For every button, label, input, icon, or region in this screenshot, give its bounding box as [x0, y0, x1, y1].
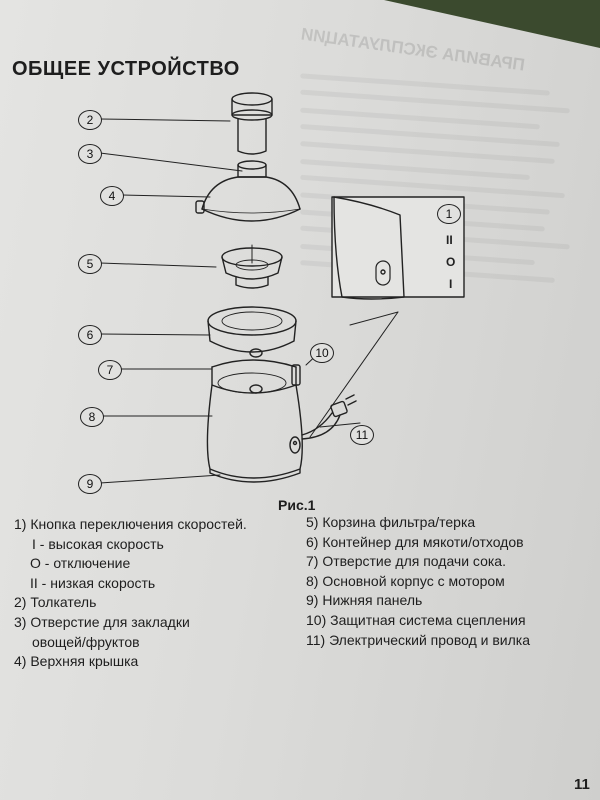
callout-6: 6 — [78, 325, 102, 345]
legend-item: 6) Контейнер для мякоти/отходов — [306, 533, 524, 550]
figure-caption: Рис.1 — [278, 497, 316, 513]
switch-label-low: II — [446, 233, 453, 247]
parts-legend-left: 1) Кнопка переключения скоростей. I - вы… — [14, 515, 247, 672]
legend-item: 7) Отверстие для подачи сока. — [306, 553, 506, 570]
switch-label-high: I — [449, 277, 453, 291]
callout-11: 11 — [350, 425, 374, 445]
legend-item: 11) Электрический провод и вилка — [306, 631, 530, 648]
callout-8: 8 — [80, 407, 104, 427]
callout-1: 1 — [437, 204, 461, 224]
switch-label-off: O — [446, 255, 456, 269]
legend-item: 8) Основной корпус с мотором — [306, 572, 505, 589]
parts-legend-right: 5) Корзина фильтра/терка 6) Контейнер дл… — [306, 513, 530, 650]
callout-3: 3 — [78, 144, 102, 164]
legend-item: 10) Защитная система сцепления — [306, 611, 526, 628]
bleed-through-heading: ПРАВИЛА ЭКСПЛУАТАЦИИ — [299, 24, 526, 75]
page-number: 11 — [574, 776, 590, 793]
legend-item: 5) Корзина фильтра/терка — [306, 514, 476, 530]
legend-item: 3) Отверстие для закладки — [14, 613, 190, 630]
section-heading: ОБЩЕЕ УСТРОЙСТВО — [12, 58, 240, 80]
legend-item: II - низкая скорость — [30, 574, 156, 591]
leader-lines — [99, 118, 399, 484]
callout-7: 7 — [98, 360, 122, 380]
legend-item: 2) Толкатель — [14, 594, 97, 611]
legend-item: 1) Кнопка переключения скоростей. — [14, 516, 247, 532]
legend-item: 4) Верхняя крышка — [14, 653, 139, 670]
legend-item: 9) Нижняя панель — [306, 592, 423, 609]
callout-9: 9 — [78, 474, 102, 494]
legend-item: I - высокая скорость — [32, 535, 164, 552]
callout-2: 2 — [78, 110, 102, 130]
juicer-diagram: 1 2 3 4 5 6 7 8 9 10 11 II O I — [70, 85, 490, 494]
callout-5: 5 — [78, 254, 102, 274]
legend-item: O - отключение — [30, 555, 131, 572]
juicer-illustration — [99, 92, 465, 484]
callout-10: 10 — [310, 343, 334, 363]
callout-4: 4 — [100, 186, 124, 206]
legend-item: овощей/фруктов — [32, 633, 140, 650]
